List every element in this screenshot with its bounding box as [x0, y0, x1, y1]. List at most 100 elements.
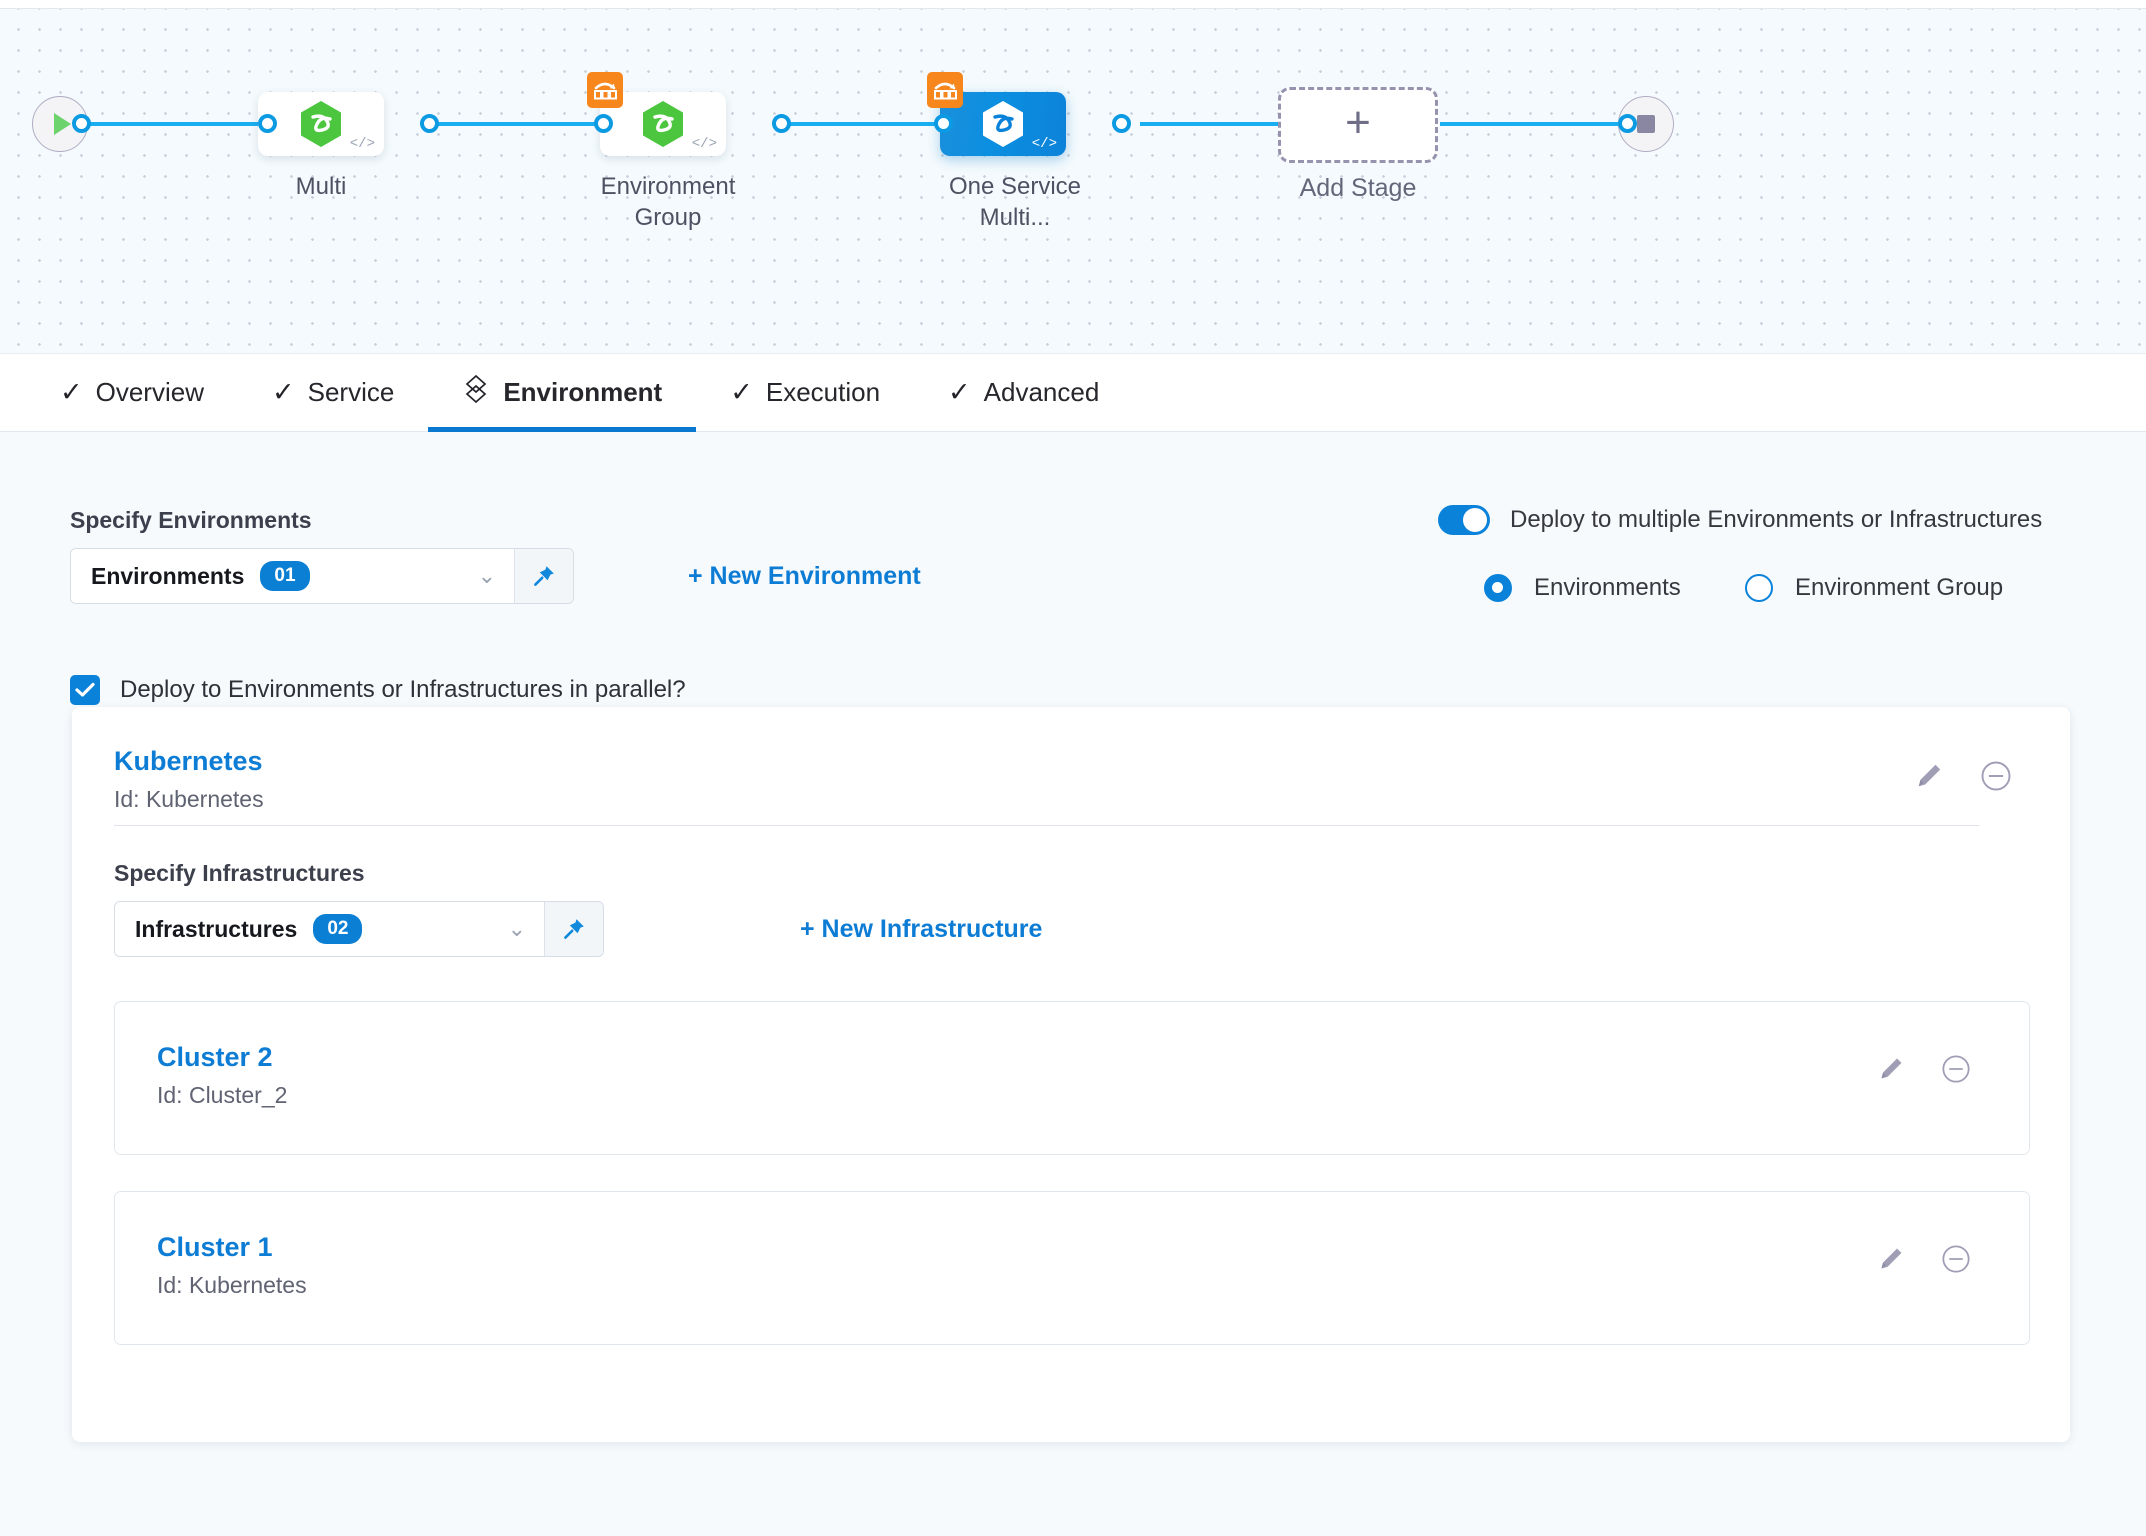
matrix-rollback-badge-icon — [927, 72, 963, 108]
connector-line — [1440, 122, 1640, 126]
infrastructure-id: Id: Cluster_2 — [157, 1082, 288, 1108]
deploy-parallel-label: Deploy to Environments or Infrastructure… — [120, 676, 686, 703]
tab-label: Service — [307, 377, 395, 407]
deploy-parallel-checkbox-row[interactable]: Deploy to Environments or Infrastructure… — [70, 675, 686, 705]
environments-radio[interactable]: Environments — [1484, 574, 1681, 602]
environments-dropdown-text: Environments — [91, 562, 245, 589]
matrix-rollback-badge-icon — [587, 72, 623, 108]
tab-environment[interactable]: Environment — [428, 354, 697, 432]
specify-infrastructures-label: Specify Infrastructures — [114, 860, 365, 886]
tab-service[interactable]: ✓ Service — [238, 354, 428, 431]
infrastructures-count-badge: 02 — [313, 914, 363, 944]
infrastructure-row[interactable]: Cluster 1 Id: Kubernetes — [114, 1191, 2030, 1345]
pencil-icon — [1881, 1248, 1902, 1269]
tab-execution[interactable]: ✓ Execution — [696, 354, 914, 431]
harness-hex-icon — [301, 101, 341, 147]
connector-line — [78, 122, 268, 126]
connector-dot[interactable] — [934, 114, 953, 133]
environment-card-actions — [1914, 760, 2012, 792]
play-icon — [54, 113, 71, 135]
tab-label: Advanced — [983, 377, 1100, 407]
connector-line — [430, 122, 625, 126]
new-environment-link[interactable]: + New Environment — [688, 562, 921, 590]
infrastructure-row-actions — [1877, 1054, 1971, 1084]
tab-overview[interactable]: ✓ Overview — [26, 354, 238, 431]
infrastructure-id: Id: Kubernetes — [157, 1272, 307, 1298]
remove-infrastructure-button[interactable] — [1941, 1244, 1971, 1274]
circle-minus-icon — [1981, 761, 2011, 791]
tab-label: Overview — [95, 377, 204, 407]
top-divider-strip — [0, 0, 2146, 9]
check-icon: ✓ — [271, 377, 295, 407]
remove-infrastructure-button[interactable] — [1941, 1054, 1971, 1084]
radio-environments-input[interactable] — [1484, 574, 1512, 602]
connector-dot[interactable] — [1112, 114, 1131, 133]
pipeline-stage-label: Environment Group — [600, 173, 736, 232]
pencil-icon — [1918, 764, 1941, 787]
pipeline-stage-environment-group[interactable]: </> — [587, 72, 726, 156]
pipeline-stage-multi[interactable]: </> — [258, 92, 384, 156]
infrastructure-row[interactable]: Cluster 2 Id: Cluster_2 — [114, 1001, 2030, 1155]
circle-minus-icon — [1942, 1055, 1970, 1083]
chevron-down-icon[interactable]: ⌄ — [477, 563, 496, 588]
connector-dot[interactable] — [258, 114, 277, 133]
radio-environment-group-label: Environment Group — [1795, 574, 2004, 601]
pipeline-stage-label: One Service Multi... — [948, 173, 1082, 232]
stop-icon — [1637, 115, 1655, 133]
tab-label: Execution — [765, 377, 881, 407]
environments-count-badge: 01 — [260, 561, 310, 591]
check-icon: ✓ — [948, 377, 971, 407]
deploy-multiple-toggle[interactable] — [1438, 505, 1490, 535]
infrastructures-dropdown-text: Infrastructures — [135, 915, 298, 942]
environments-dropdown[interactable]: Environments 01 ⌄ — [70, 548, 574, 604]
yaml-code-icon[interactable]: </> — [349, 136, 375, 152]
yaml-code-icon[interactable]: </> — [691, 136, 717, 152]
infrastructures-dropdown[interactable]: Infrastructures 02 ⌄ — [114, 901, 604, 957]
connector-dot[interactable] — [72, 114, 91, 133]
connector-dot[interactable] — [772, 114, 791, 133]
radio-environment-group-input[interactable] — [1745, 574, 1773, 602]
radio-environments-label: Environments — [1534, 574, 1681, 601]
pin-environments-button[interactable] — [514, 549, 573, 603]
infrastructure-row-actions — [1877, 1244, 1971, 1274]
circle-minus-icon — [1942, 1245, 1970, 1273]
pin-infrastructures-button[interactable] — [544, 902, 603, 956]
harness-hex-icon — [643, 101, 683, 147]
harness-hex-icon — [983, 101, 1023, 147]
add-stage-button[interactable]: + — [1278, 87, 1438, 163]
connector-dot[interactable] — [1618, 114, 1637, 133]
check-icon: ✓ — [60, 377, 83, 407]
infrastructure-title[interactable]: Cluster 2 — [157, 1042, 273, 1072]
pipeline-canvas[interactable]: </> Multi </> Environment Group — [0, 9, 2146, 354]
connector-line — [785, 122, 980, 126]
connector-dot[interactable] — [594, 114, 613, 133]
yaml-code-icon[interactable]: </> — [1031, 136, 1057, 152]
plus-icon: + — [1345, 98, 1371, 147]
environment-card-title[interactable]: Kubernetes — [114, 746, 263, 776]
check-icon: ✓ — [730, 377, 753, 407]
check-icon — [75, 682, 95, 697]
environment-card-divider — [114, 825, 1979, 826]
specify-environments-label: Specify Environments — [70, 507, 312, 533]
chevron-down-icon[interactable]: ⌄ — [507, 916, 526, 941]
edit-infrastructure-button[interactable] — [1877, 1245, 1905, 1273]
environment-group-radio[interactable]: Environment Group — [1745, 574, 2003, 602]
stage-config-tabbar: ✓ Overview ✓ Service Environment ✓ Execu… — [0, 354, 2146, 432]
pipeline-stage-label: Multi — [295, 173, 347, 200]
deploy-parallel-checkbox[interactable] — [70, 675, 100, 705]
remove-environment-button[interactable] — [1980, 760, 2012, 792]
add-stage-label: Add Stage — [1299, 174, 1417, 202]
pin-icon — [534, 566, 554, 586]
environment-card: Kubernetes Id: Kubernetes Specify Infras… — [72, 707, 2070, 1442]
new-infrastructure-link[interactable]: + New Infrastructure — [800, 915, 1043, 943]
pipeline-stage-one-service-multi[interactable]: </> — [927, 72, 1066, 156]
environment-card-id: Id: Kubernetes — [114, 786, 264, 812]
edit-infrastructure-button[interactable] — [1877, 1055, 1905, 1083]
tab-advanced[interactable]: ✓ Advanced — [914, 354, 1133, 431]
infrastructure-title[interactable]: Cluster 1 — [157, 1232, 273, 1262]
pin-icon — [564, 919, 584, 939]
tab-label: Environment — [503, 377, 663, 407]
connector-dot[interactable] — [420, 114, 439, 133]
edit-environment-button[interactable] — [1914, 761, 1944, 791]
deploy-multiple-toggle-label: Deploy to multiple Environments or Infra… — [1510, 506, 2043, 533]
